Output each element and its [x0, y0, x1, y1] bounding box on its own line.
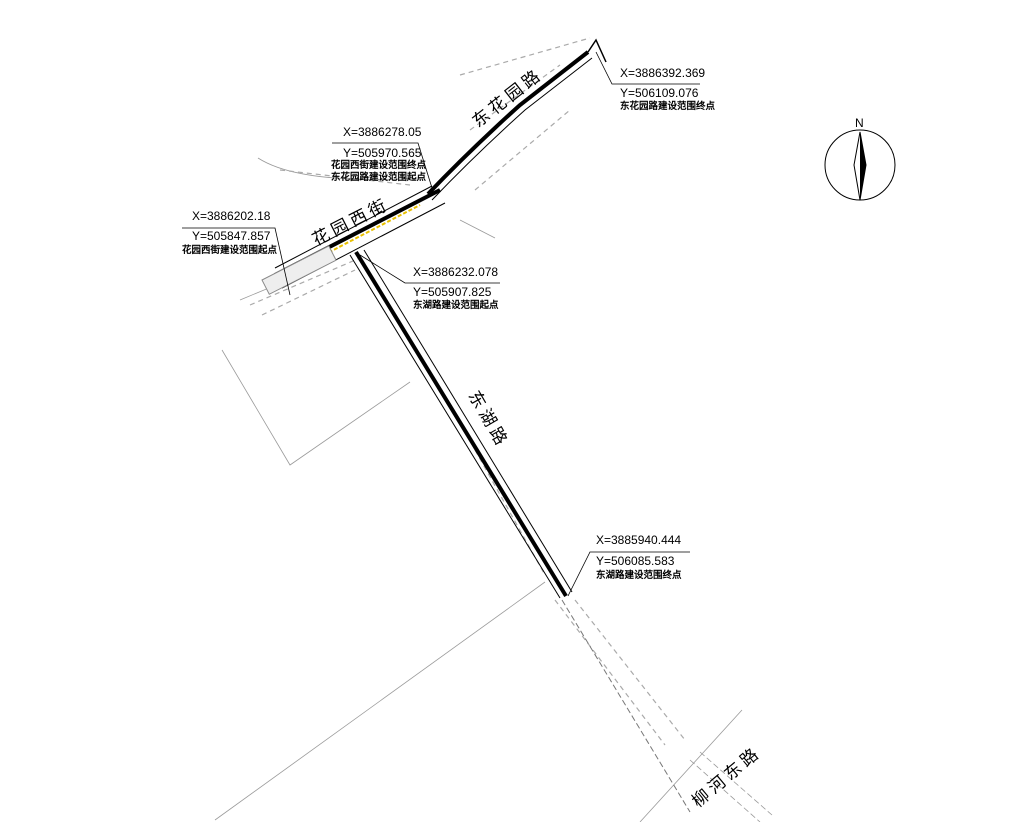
- point-label-4: X=3886232.078 Y=505907.825 东湖路建设范围起点: [413, 265, 499, 311]
- svg-text:X=3886202.18: X=3886202.18: [192, 209, 271, 223]
- context-lines: [214, 157, 773, 822]
- svg-text:东花园路建设范围起点: 东花园路建设范围起点: [331, 171, 427, 183]
- north-label: N: [855, 116, 864, 130]
- svg-text:花园西街建设范围终点: 花园西街建设范围终点: [331, 159, 427, 171]
- svg-text:东花园路建设范围终点: 东花园路建设范围终点: [620, 100, 716, 112]
- svg-text:X=3886278.05: X=3886278.05: [343, 125, 422, 139]
- point-label-1: X=3886392.369 Y=506109.076 东花园路建设范围终点: [620, 66, 716, 112]
- svg-text:Y=505970.565: Y=505970.565: [343, 146, 422, 160]
- svg-text:东湖路建设范围起点: 东湖路建设范围起点: [413, 299, 499, 311]
- road-name-liuhedong: 柳河东路: [688, 743, 765, 812]
- svg-text:Y=506085.583: Y=506085.583: [596, 554, 675, 568]
- svg-text:X=3886232.078: X=3886232.078: [413, 265, 498, 279]
- road-network: [261, 38, 691, 813]
- point-label-2: X=3886278.05 Y=505970.565 花园西街建设范围终点 东花园…: [331, 125, 427, 183]
- svg-text:花园西街建设范围起点: 花园西街建设范围起点: [182, 244, 278, 256]
- svg-text:Y=505847.857: Y=505847.857: [192, 229, 271, 243]
- road-name-donghuayuan: 东花园路: [469, 64, 548, 131]
- north-arrow-icon: N: [824, 116, 896, 201]
- hatch-context: [249, 37, 686, 746]
- point-label-5: X=3885940.444 Y=506085.583 东湖路建设范围终点: [596, 533, 682, 581]
- svg-text:X=3885940.444: X=3885940.444: [596, 533, 681, 547]
- leader-lines: [182, 51, 700, 597]
- point-label-3: X=3886202.18 Y=505847.857 花园西街建设范围起点: [182, 209, 278, 256]
- svg-text:Y=506109.076: Y=506109.076: [620, 86, 699, 100]
- svg-text:Y=505907.825: Y=505907.825: [413, 285, 492, 299]
- svg-text:X=3886392.369: X=3886392.369: [620, 66, 705, 80]
- svg-text:东湖路建设范围终点: 东湖路建设范围终点: [596, 569, 682, 581]
